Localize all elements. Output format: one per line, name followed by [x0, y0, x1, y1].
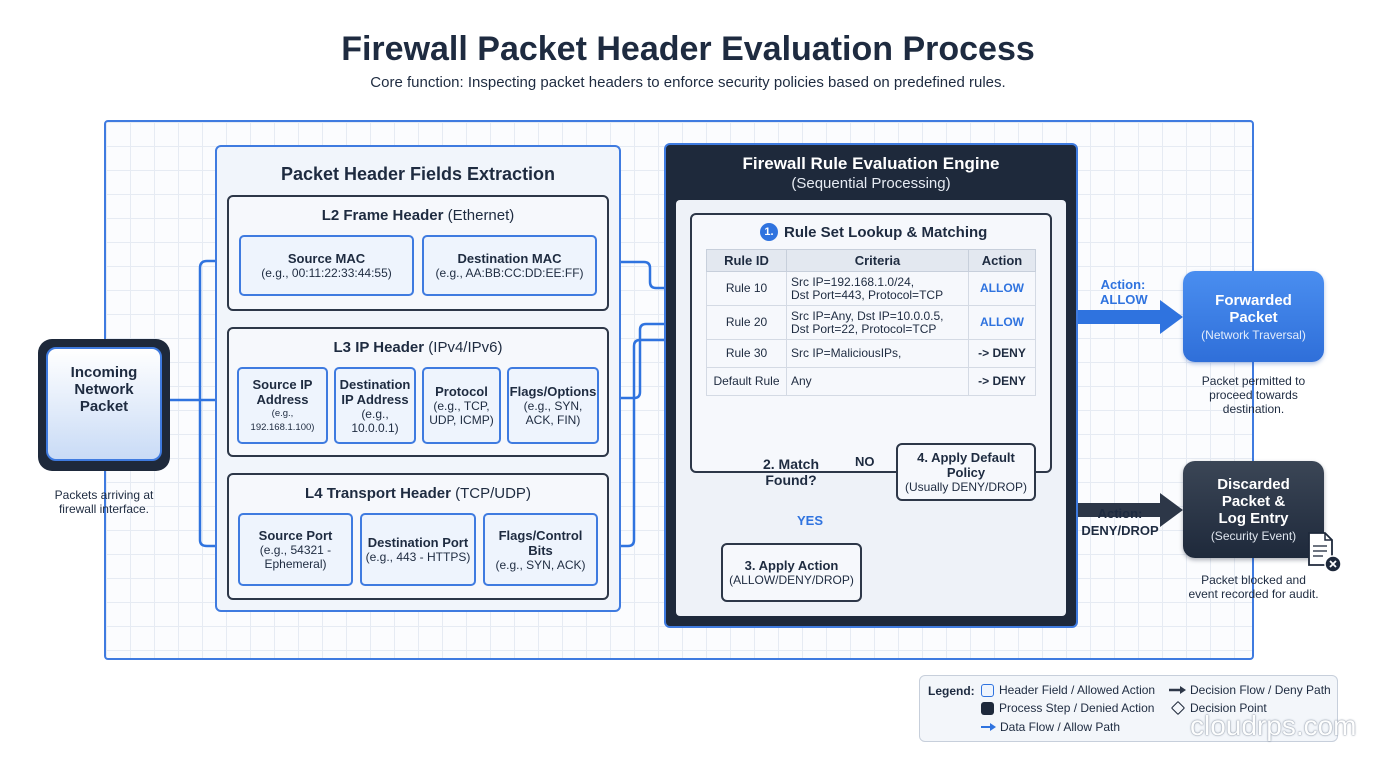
rules-table: Rule ID Criteria Action Rule 10 Src IP=1… [706, 249, 1036, 396]
page-subtitle: Core function: Inspecting packet headers… [370, 74, 1006, 91]
l4-title: L4 Transport Header (TCP/UDP) [305, 485, 531, 502]
field-flags-control: Flags/Control Bits (e.g., SYN, ACK) [483, 513, 598, 586]
flow-line-l3-to-rules [599, 320, 704, 400]
deny-action-label: Action: DENY/DROP [1081, 506, 1159, 538]
flow-line-to-l4 [198, 400, 236, 550]
deny-arrow [1078, 493, 1183, 527]
field-destination-ip: Destination IP Address (e.g., 10.0.0.1) [334, 367, 416, 444]
incoming-caption: Packets arriving at firewall interface. [54, 488, 154, 516]
table-row: Rule 20 Src IP=Any, Dst IP=10.0.0.5,Dst … [706, 305, 1036, 340]
criteria-cell: Any [786, 367, 969, 396]
action-cell: -> DENY [968, 339, 1036, 368]
engine-subtitle: (Sequential Processing) [791, 175, 951, 192]
ruleset-title: 1. Rule Set Lookup & Matching [760, 223, 987, 241]
allow-action-label: Action: ALLOW [1100, 277, 1148, 307]
apply-action-box: 3. Apply Action (ALLOW/DENY/DROP) [721, 543, 862, 602]
action-cell: ALLOW [968, 305, 1036, 340]
blue-arrow-icon [981, 723, 996, 731]
criteria-cell: Src IP=192.168.1.0/24,Dst Port=443, Prot… [786, 271, 969, 306]
engine-title: Firewall Rule Evaluation Engine [742, 154, 1000, 173]
forwarded-caption: Packet permitted to proceed towards dest… [1201, 374, 1306, 416]
field-source-port: Source Port (e.g., 54321 - Ephemeral) [238, 513, 353, 586]
rule-id-cell: Rule 10 [706, 271, 787, 306]
table-row: Default Rule Any -> DENY [706, 367, 1036, 396]
step-number-badge: 1. [760, 223, 778, 241]
no-label: NO [855, 454, 875, 469]
watermark: cloudrps.com [1190, 710, 1357, 741]
action-cell: ALLOW [968, 271, 1036, 306]
table-row: Rule 10 Src IP=192.168.1.0/24,Dst Port=4… [706, 271, 1036, 306]
legend: Legend: Header Field / Allowed Action Pr… [919, 675, 1338, 742]
field-flags-options: Flags/Options (e.g., SYN, ACK, FIN) [507, 367, 599, 444]
yes-label: YES [797, 513, 824, 528]
legend-item-decision-point: Decision Point [1170, 700, 1267, 716]
field-source-mac: Source MAC (e.g., 00:11:22:33:44:55) [239, 235, 414, 296]
flow-line-l4-to-rules [597, 338, 702, 548]
field-destination-mac: Destination MAC (e.g., AA:BB:CC:DD:EE:FF… [422, 235, 597, 296]
rule-id-cell: Rule 30 [706, 339, 787, 368]
l2-title: L2 Frame Header (Ethernet) [321, 207, 515, 224]
page-title: Firewall Packet Header Evaluation Proces… [341, 30, 1035, 68]
l3-title: L3 IP Header (IPv4/IPv6) [333, 339, 503, 356]
default-policy-box: 4. Apply Default Policy (Usually DENY/DR… [896, 443, 1036, 501]
criteria-cell: Src IP=MaliciousIPs, [786, 339, 969, 368]
discarded-packet-box: Discarded Packet & Log Entry (Security E… [1183, 461, 1324, 558]
field-destination-port: Destination Port (e.g., 443 - HTTPS) [360, 513, 476, 586]
extraction-title: Packet Header Fields Extraction [280, 164, 556, 184]
incoming-packet-inner [46, 347, 162, 461]
legend-title: Legend: [928, 684, 975, 698]
col-action: Action [968, 249, 1036, 272]
rules-table-header: Rule ID Criteria Action [706, 249, 1036, 272]
criteria-cell: Src IP=Any, Dst IP=10.0.0.5,Dst Port=22,… [786, 305, 969, 340]
legend-item-data-flow: Data Flow / Allow Path [981, 720, 1120, 734]
discarded-caption: Packet blocked and event recorded for au… [1188, 573, 1319, 601]
col-criteria: Criteria [786, 249, 969, 272]
legend-item-header-field: Header Field / Allowed Action [981, 683, 1155, 697]
col-rule-id: Rule ID [706, 249, 787, 272]
flow-line-to-l2 [198, 257, 238, 400]
decision-label: 2. Match Found? [762, 456, 819, 488]
legend-item-process-step: Process Step / Denied Action [981, 701, 1154, 715]
legend-item-decision-flow: Decision Flow / Deny Path [1169, 683, 1331, 697]
incoming-packet-label: Incoming Network Packet [70, 364, 138, 415]
forwarded-packet-box: Forwarded Packet (Network Traversal) [1183, 271, 1324, 362]
field-protocol: Protocol (e.g., TCP, UDP, ICMP) [422, 367, 501, 444]
log-document-icon [1308, 532, 1342, 573]
action-cell: -> DENY [968, 367, 1036, 396]
flow-line-l2-to-rules [597, 260, 704, 292]
light-box-icon [981, 683, 994, 697]
table-row: Rule 30 Src IP=MaliciousIPs, -> DENY [706, 339, 1036, 368]
field-source-ip: Source IP Address (e.g., 192.168.1.100) [237, 367, 328, 444]
diamond-icon [1170, 700, 1186, 716]
dark-arrow-icon [1169, 686, 1186, 694]
dark-box-icon [981, 701, 994, 715]
allow-arrow [1078, 300, 1183, 334]
rule-id-cell: Default Rule [706, 367, 787, 396]
rule-id-cell: Rule 20 [706, 305, 787, 340]
